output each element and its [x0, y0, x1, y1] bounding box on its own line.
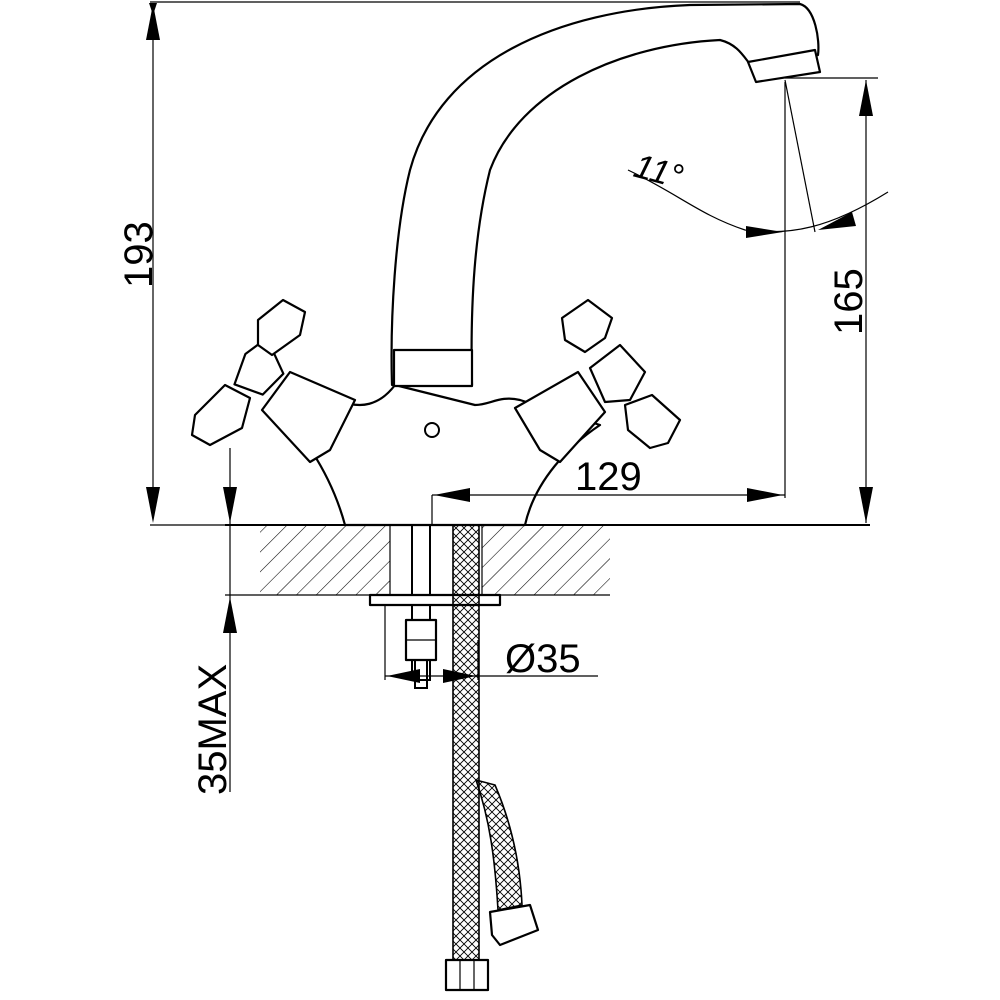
center-hole [424, 422, 440, 438]
dimension-35max: 35MAX [191, 448, 237, 795]
label-193: 193 [117, 221, 161, 288]
label-35max: 35MAX [191, 664, 235, 795]
dimension-165: 165 [785, 77, 878, 523]
label-165: 165 [827, 268, 871, 335]
label-diameter: Ø35 [505, 637, 581, 681]
left-handle [190, 298, 357, 464]
label-129: 129 [575, 455, 642, 499]
dimension-129: 129 [431, 82, 786, 525]
dimension-193: 193 [117, 1, 800, 526]
countertop [225, 524, 870, 596]
supply-hoses [444, 524, 540, 992]
right-handle [513, 298, 682, 464]
dimension-angle: 11° [627, 79, 889, 238]
dimension-diameter: Ø35 [384, 605, 598, 683]
faucet-body [268, 2, 822, 527]
label-angle: 11° [630, 147, 687, 196]
